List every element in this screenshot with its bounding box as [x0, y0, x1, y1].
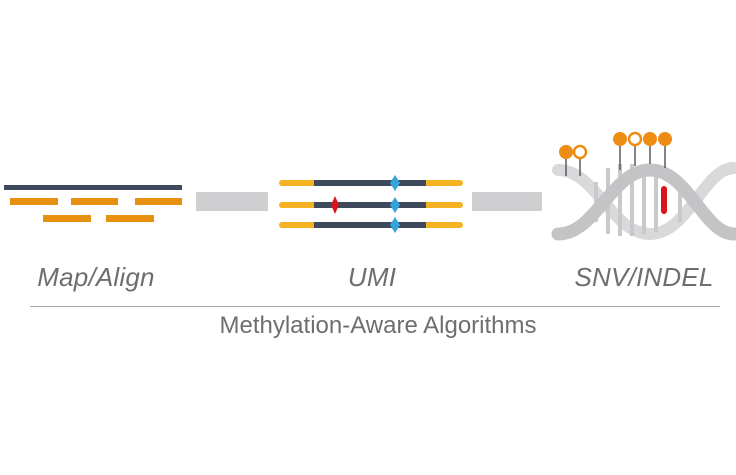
unmethylated-cpg-marker [572, 144, 588, 160]
reference-strand [4, 185, 182, 190]
umi-read-core [314, 180, 426, 186]
umi-read-core [314, 202, 426, 208]
methylated-cpg-marker [658, 132, 672, 146]
footer-title: Methylation-Aware Algorithms [219, 312, 537, 339]
methylated-cpg-marker [559, 145, 573, 159]
aligned-read [106, 215, 154, 222]
aligned-read [10, 198, 58, 205]
step-label-snv-indel: SNV/INDEL [574, 262, 714, 292]
map-align-icon [4, 185, 182, 222]
methylation-sticks [565, 146, 666, 176]
umi-read-core [314, 222, 426, 228]
aligned-read [135, 198, 182, 205]
snv-indel-icon [551, 131, 736, 241]
consensus-base-marker [390, 175, 400, 191]
error-base-marker [331, 196, 339, 214]
step-connector [472, 192, 542, 211]
step-label-map-align: Map/Align [37, 262, 155, 292]
consensus-base-marker [390, 197, 400, 213]
dna-strand-front [551, 163, 736, 241]
step-connector [196, 192, 268, 211]
methylated-cpg-marker [613, 132, 627, 146]
methylated-cpg-marker [643, 132, 657, 146]
dna-strand-back [552, 162, 736, 241]
base-pairs [594, 164, 682, 236]
aligned-read [71, 198, 118, 205]
umi-icon [279, 175, 463, 233]
step-label-umi: UMI [347, 262, 397, 292]
aligned-read [43, 215, 91, 222]
consensus-base-marker [390, 217, 400, 233]
variant-base-marker [661, 186, 667, 214]
unmethylated-cpg-marker [627, 131, 643, 147]
section-divider [30, 306, 720, 307]
